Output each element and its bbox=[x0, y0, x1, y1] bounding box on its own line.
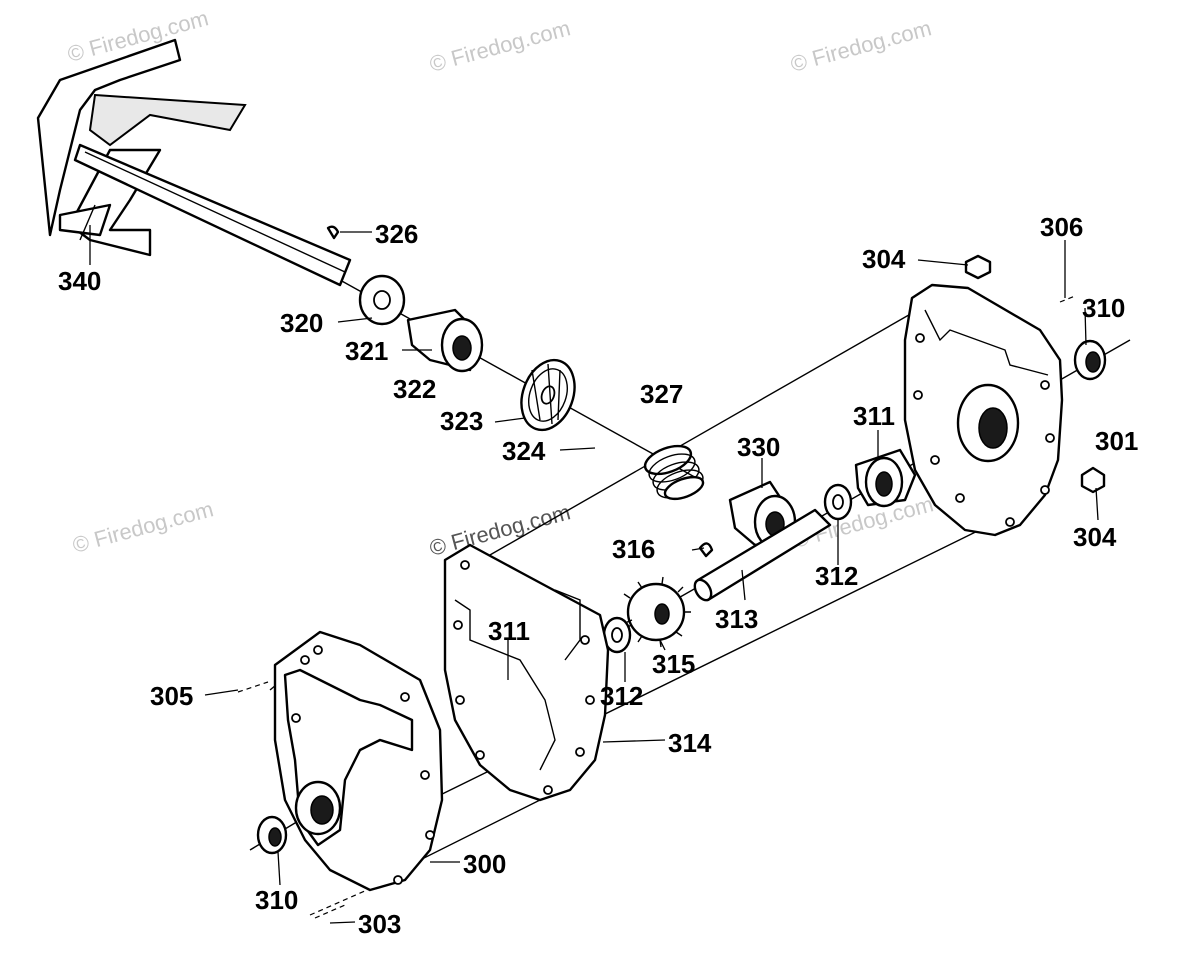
gear-315 bbox=[623, 576, 691, 648]
impeller-assembly-340 bbox=[36, 38, 352, 287]
bushing-322 bbox=[406, 308, 484, 373]
shaft-313 bbox=[693, 508, 832, 602]
watermark-center-text: © Firedog.com bbox=[427, 499, 573, 561]
label-314: 314 bbox=[668, 728, 712, 758]
screw-306 bbox=[1059, 295, 1076, 303]
label-320: 320 bbox=[280, 308, 323, 338]
label-303: 303 bbox=[358, 909, 401, 939]
label-312-left: 312 bbox=[600, 681, 643, 711]
spacer-310b bbox=[1073, 339, 1107, 381]
label-326: 326 bbox=[375, 219, 418, 249]
label-310-left: 310 bbox=[255, 885, 298, 915]
key-316 bbox=[698, 542, 714, 558]
label-327: 327 bbox=[640, 379, 683, 409]
label-304-top: 304 bbox=[862, 244, 906, 274]
nut-304a bbox=[964, 254, 992, 280]
label-306: 306 bbox=[1040, 212, 1083, 242]
label-324: 324 bbox=[502, 436, 546, 466]
housing-300 bbox=[273, 630, 444, 892]
washer-312b bbox=[823, 483, 853, 521]
label-312-right: 312 bbox=[815, 561, 858, 591]
watermark-text: © Firedog.com bbox=[427, 15, 573, 77]
label-313: 313 bbox=[715, 604, 758, 634]
screw-305 bbox=[237, 681, 269, 693]
spacer-310a bbox=[256, 815, 288, 855]
screw-303 bbox=[314, 904, 346, 919]
label-323: 323 bbox=[440, 406, 483, 436]
label-300: 300 bbox=[463, 849, 506, 879]
label-311-left: 311 bbox=[488, 616, 530, 646]
part-labels: 340 326 320 321 322 323 324 327 304 306 … bbox=[58, 212, 1138, 939]
nut-304b bbox=[1080, 466, 1106, 494]
washer-320 bbox=[358, 274, 406, 326]
housing-301 bbox=[903, 283, 1064, 537]
bearing-311b bbox=[854, 448, 917, 508]
label-301: 301 bbox=[1095, 426, 1138, 456]
label-305: 305 bbox=[150, 681, 193, 711]
label-340: 340 bbox=[58, 266, 101, 296]
spring-plate-324 bbox=[520, 358, 576, 432]
watermarks: © Firedog.com © Firedog.com © Firedog.co… bbox=[65, 5, 936, 561]
gasket-314 bbox=[443, 543, 610, 802]
cotter-pin-326 bbox=[326, 225, 340, 240]
label-322: 322 bbox=[393, 374, 436, 404]
watermark-text: © Firedog.com bbox=[70, 496, 216, 558]
leader-lines bbox=[89, 225, 1099, 924]
label-304-bottom: 304 bbox=[1073, 522, 1117, 552]
label-321: 321 bbox=[345, 336, 388, 366]
label-310-right: 310 bbox=[1082, 293, 1125, 323]
watermark-text: © Firedog.com bbox=[788, 15, 934, 77]
label-315: 315 bbox=[652, 649, 695, 679]
spring-327 bbox=[643, 444, 705, 501]
label-330: 330 bbox=[737, 432, 780, 462]
label-311-right: 311 bbox=[853, 401, 895, 431]
label-316: 316 bbox=[612, 534, 655, 564]
